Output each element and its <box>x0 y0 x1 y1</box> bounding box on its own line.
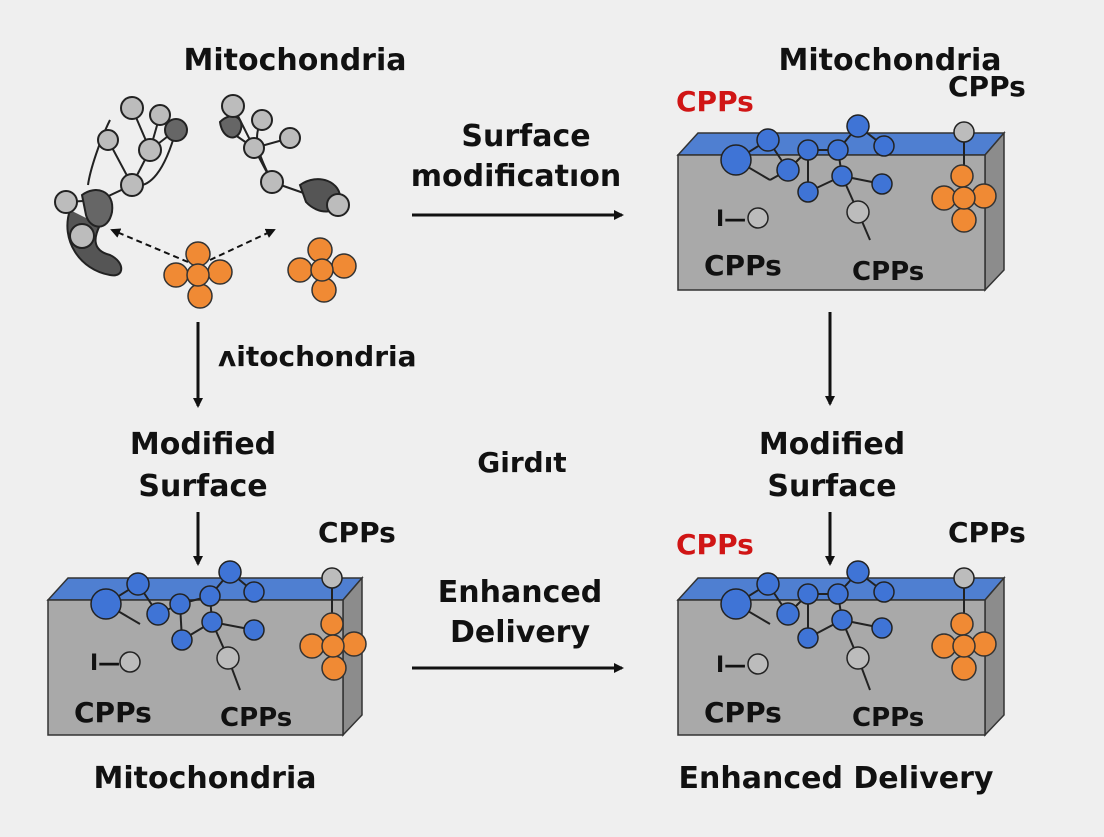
left-modified-line2: Surface <box>138 469 267 504</box>
top-right-panel: Mitochondria CPPs CPPs <box>676 43 1026 292</box>
nodes-bottom-right <box>720 560 975 675</box>
surface-mod-label-line2: modificatıon <box>411 159 621 194</box>
right-mito-nodes <box>221 94 350 217</box>
node <box>120 173 144 197</box>
top-left-title: Mitochondria <box>184 43 407 78</box>
nodes-top-right <box>720 114 975 229</box>
left-mito-nodes <box>54 96 188 249</box>
bottom-left-cpps-corner: CPPs <box>318 516 396 549</box>
node <box>149 104 171 126</box>
node <box>97 129 119 151</box>
top-right-cpps-red: CPPs <box>676 85 754 118</box>
top-right-cpps-left: CPPs <box>704 249 782 282</box>
bottom-right-cpps-mid: CPPs <box>852 703 924 733</box>
orange-cluster-right <box>287 237 357 303</box>
slab-top-right <box>676 130 1006 292</box>
dashed-arrow-left <box>110 228 189 263</box>
bottom-right-title: Enhanced Delivery <box>679 761 994 796</box>
top-right-cpps-mid: CPPs <box>852 257 924 287</box>
left-down-label: ʌitochondria <box>218 340 417 373</box>
slab-side-face <box>984 130 1005 292</box>
center-label: Girdıt <box>477 446 566 479</box>
top-right-title: Mitochondria <box>779 43 1002 78</box>
bottom-left-title: Mitochondria <box>94 761 317 796</box>
bottom-right-cpps-corner: CPPs <box>948 516 1026 549</box>
top-left-panel: Mitochondria <box>54 43 407 309</box>
node <box>138 138 162 162</box>
enhanced-mid-line1: Enhanced <box>438 575 602 610</box>
slab-side-face <box>984 575 1005 737</box>
enhanced-mid-line2: Delivery <box>450 615 591 650</box>
key-symbol-top-right: I— <box>716 207 746 232</box>
nodes-bottom-left <box>90 560 343 673</box>
node <box>221 94 245 118</box>
orange-cluster-center <box>163 241 233 309</box>
right-mitochondrion <box>218 105 342 213</box>
right-modified-line1: Modified <box>759 427 905 462</box>
node <box>243 137 265 159</box>
key-symbol-bottom-right: I— <box>716 653 746 678</box>
right-modified-line2: Surface <box>767 469 896 504</box>
slab-front-face <box>677 599 986 736</box>
bottom-right-cpps-left: CPPs <box>704 696 782 729</box>
node <box>69 223 95 249</box>
node <box>54 190 78 214</box>
top-right-cpps-corner: CPPs <box>948 70 1026 103</box>
bottom-right-panel: CPPs CPPs <box>676 516 1026 796</box>
node <box>251 109 273 131</box>
slab-front-face <box>47 599 344 736</box>
surface-mod-label-line1: Surface <box>461 119 590 154</box>
enhanced-delivery-step: Enhanced Delivery <box>412 575 624 673</box>
bottom-left-cpps-mid: CPPs <box>220 703 292 733</box>
left-down-step: ʌitochondria Modified Surface <box>130 322 417 566</box>
node <box>120 96 144 120</box>
right-down-step: Modified Surface <box>759 312 905 566</box>
node <box>279 127 301 149</box>
key-symbol-bottom-left: I— <box>90 651 120 676</box>
node <box>326 193 350 217</box>
left-modified-line1: Modified <box>130 427 276 462</box>
orange-cluster-top-right <box>931 164 997 233</box>
orange-cluster-bottom-right <box>931 612 997 681</box>
surface-modification-step: Surface modificatıon <box>411 119 624 220</box>
node <box>260 170 284 194</box>
bottom-left-panel: CPPs <box>46 516 396 796</box>
bottom-right-cpps-red: CPPs <box>676 528 754 561</box>
bottom-left-cpps-left: CPPs <box>74 696 152 729</box>
dashed-arrow-right <box>209 228 276 261</box>
orange-cluster-bottom-left <box>299 612 367 681</box>
node <box>164 118 188 142</box>
